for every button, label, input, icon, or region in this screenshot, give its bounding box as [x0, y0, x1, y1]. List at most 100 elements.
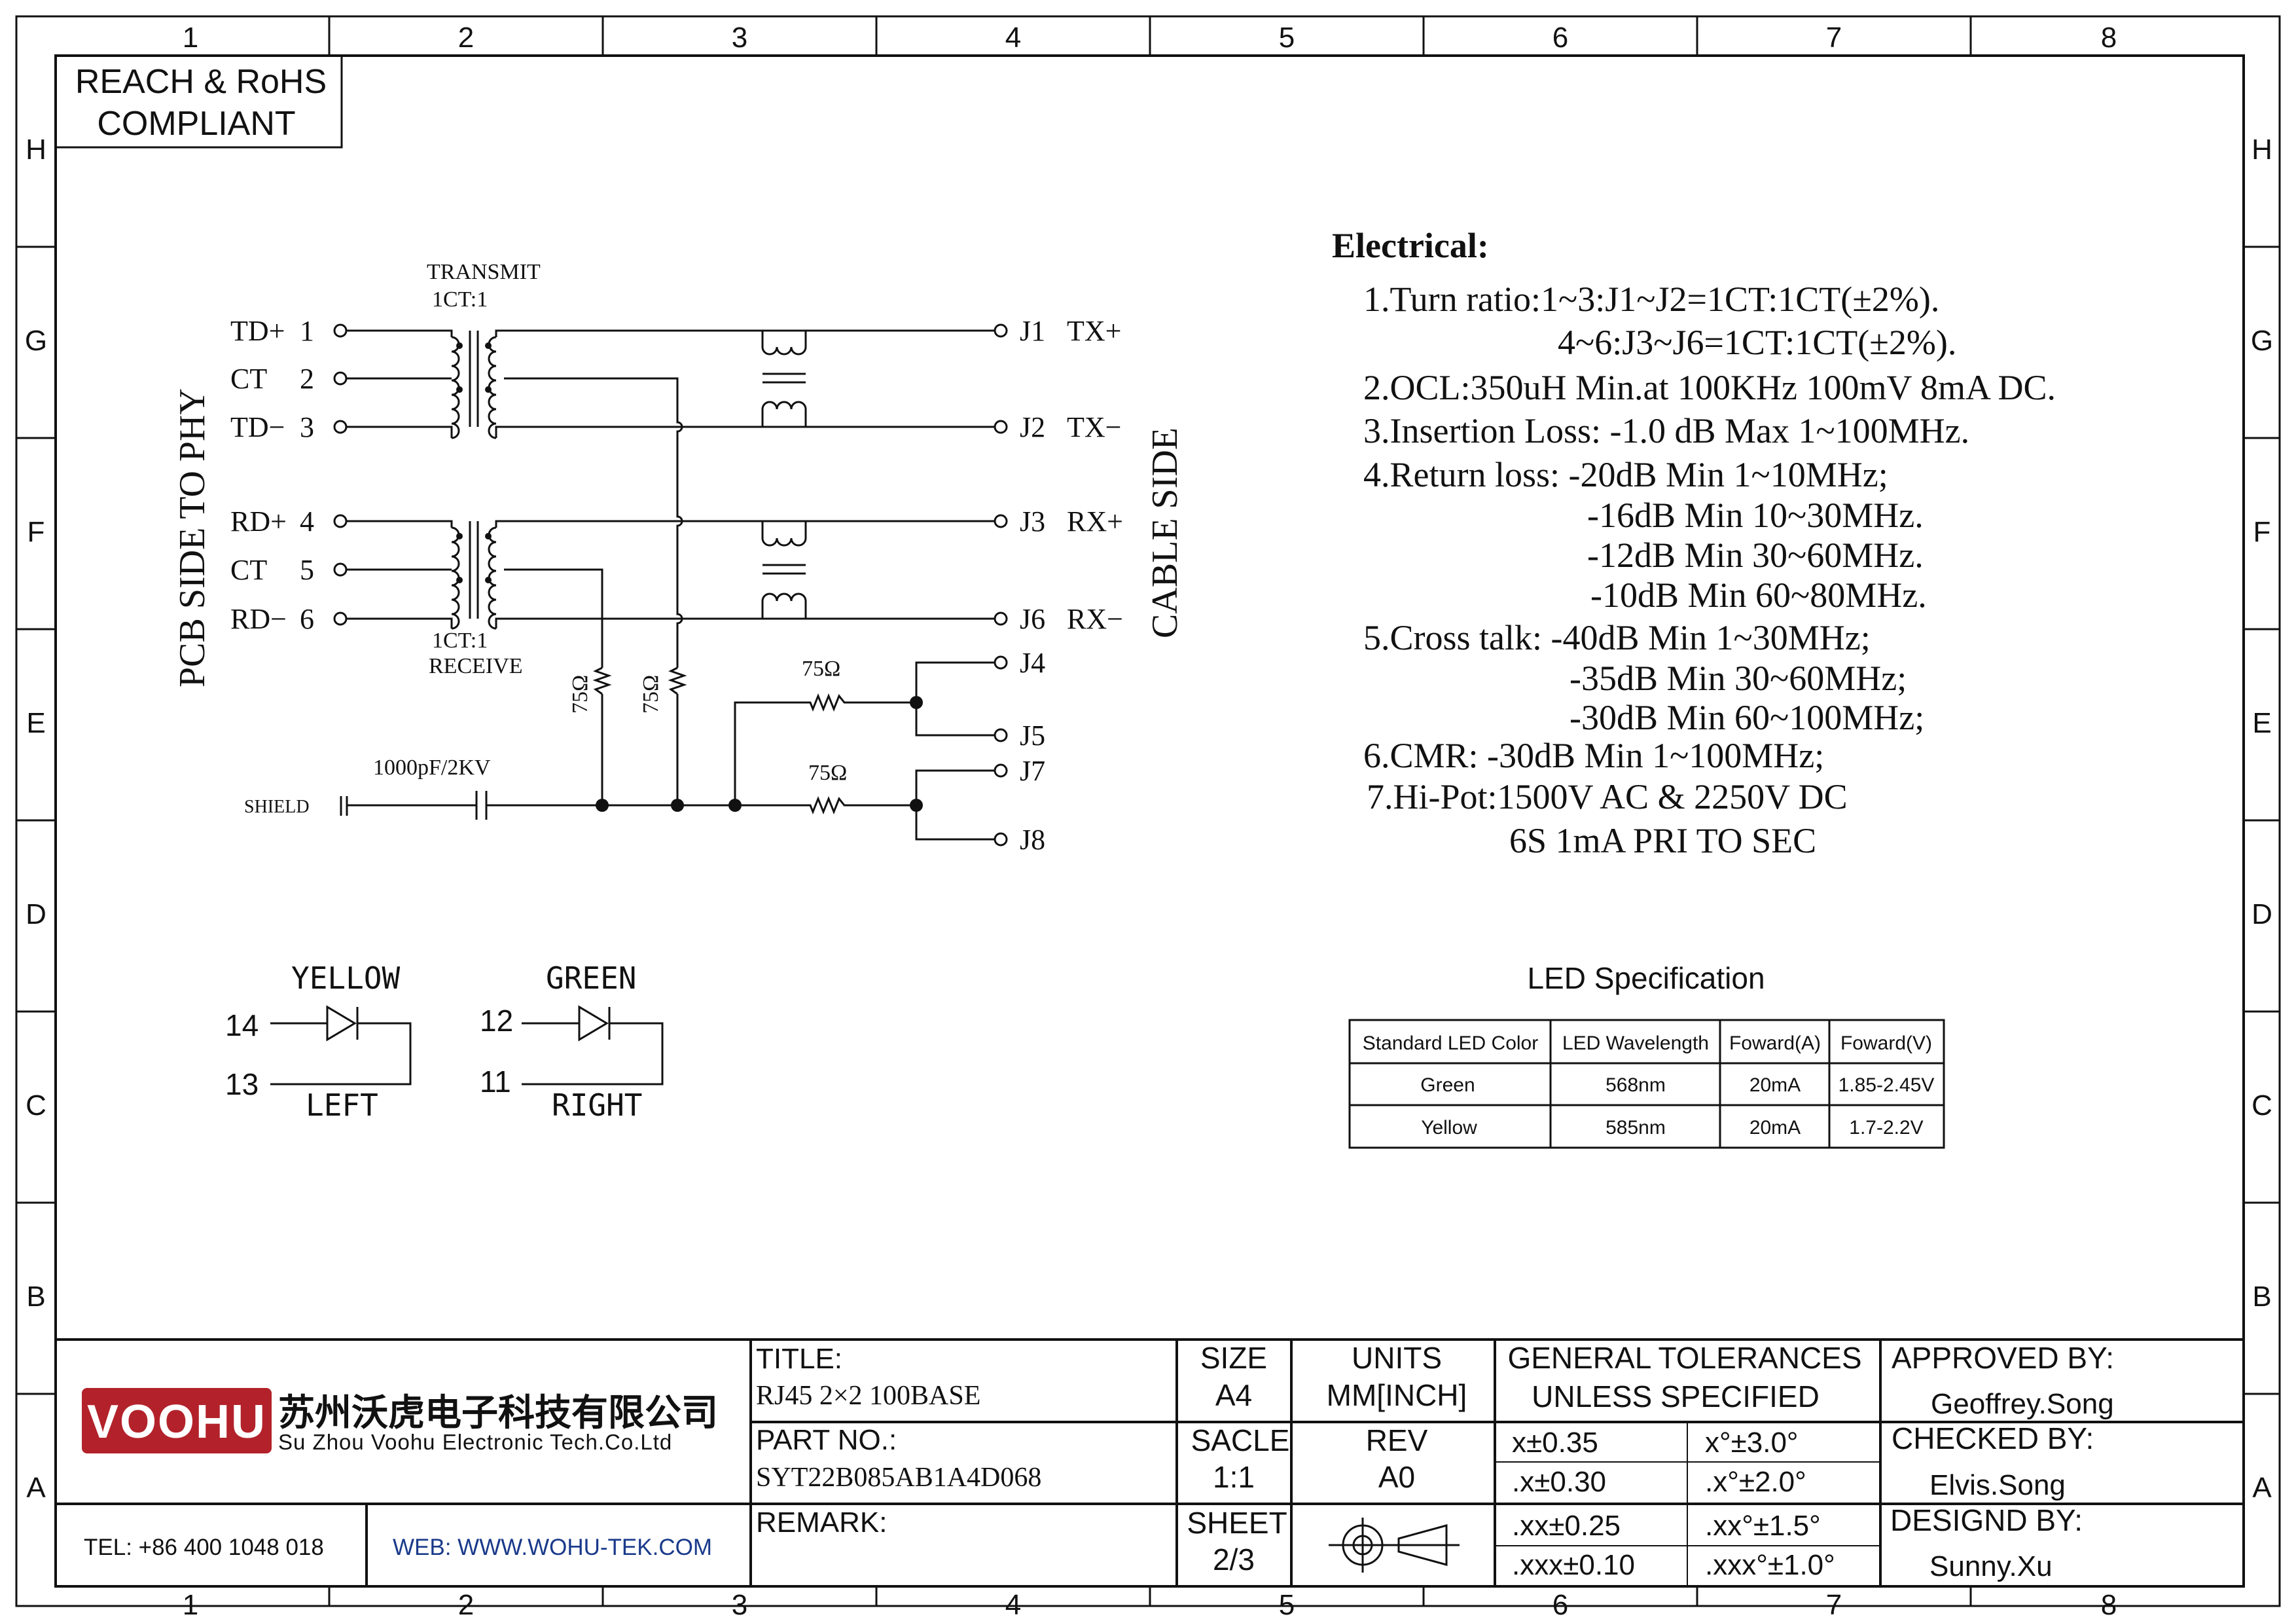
column-ticks: [328, 16, 1972, 1606]
tx-choke-top: [761, 331, 807, 356]
compliance-line-1: REACH & RoHS: [75, 63, 327, 101]
led-yellow: YELLOW 14 13 LEFT: [225, 960, 412, 1123]
schematic: [333, 323, 1008, 847]
electrical-line-9: 5.Cross talk: -40dB Min 1~30MHz;: [1363, 618, 1871, 657]
right-pin-j5: J5: [1020, 720, 1045, 752]
left-pin-name-5: CT: [230, 554, 267, 586]
pin-terminal-j1: [994, 323, 1008, 338]
led-spec-cell: 1.85-2.45V: [1839, 1074, 1935, 1096]
led-spec-header-forward-a: Foward(A): [1729, 1032, 1821, 1054]
col-label-1-bottom: 1: [183, 1589, 198, 1621]
remark-label: REMARK:: [756, 1506, 887, 1539]
projection-symbol-icon: [1329, 1518, 1460, 1573]
rx-choke-bottom: [761, 593, 807, 619]
left-pin-num-2: 2: [300, 363, 314, 395]
checked-by-value: Elvis.Song: [1929, 1469, 2066, 1501]
size-value: A4: [1215, 1378, 1252, 1412]
compliance-box: REACH & RoHS COMPLIANT: [54, 54, 343, 149]
led-green-diode-icon: [578, 1005, 609, 1042]
receive-label: RECEIVE: [429, 654, 523, 678]
col-label-3: 3: [732, 22, 747, 54]
electrical-line-1: 1.Turn ratio:1~3:J1~J2=1CT:1CT(±2%).: [1363, 280, 1939, 319]
pin-terminal-j2: [994, 420, 1008, 434]
sheet-label: SHEET: [1187, 1506, 1287, 1540]
led-yellow-color-label: YELLOW: [291, 960, 400, 996]
led-spec-cell: 20mA: [1749, 1117, 1801, 1139]
right-pin-j4: J4: [1020, 647, 1045, 679]
resistor-label-j7: 75Ω: [808, 761, 847, 785]
right-pin-j6: J6: [1020, 603, 1045, 635]
led-spec-cell: Yellow: [1421, 1117, 1477, 1139]
left-pin-name-4: RD+: [230, 505, 287, 538]
rx-ct-wire: [504, 568, 603, 668]
electrical-line-14: 6S 1mA PRI TO SEC: [1509, 821, 1816, 860]
led-spec-cell: Green: [1420, 1074, 1475, 1096]
right-pin-j7: J7: [1020, 755, 1045, 787]
electrical-spec: Electrical: 1.Turn ratio:1~3:J1~J2=1CT:1…: [1332, 226, 2056, 860]
rev-value: A0: [1378, 1460, 1415, 1494]
led-yellow-pin-b: 13: [225, 1067, 259, 1101]
row-label-G: G: [25, 325, 47, 357]
cable-side-label: CABLE SIDE: [1145, 428, 1185, 638]
right-pin-j3: J3: [1020, 505, 1045, 538]
col-label-8: 8: [2101, 22, 2117, 54]
col-label-7: 7: [1826, 22, 1842, 54]
electrical-line-12: 6.CMR: -30dB Min 1~100MHz;: [1363, 736, 1824, 775]
part-number-value: SYT22B085AB1A4D068: [756, 1463, 1041, 1493]
led-spec-header-forward-v: Foward(V): [1840, 1032, 1932, 1054]
checked-by-label: CHECKED BY:: [1892, 1421, 2094, 1455]
row-label-D-right: D: [2251, 898, 2272, 930]
electrical-line-8: -10dB Min 60~80MHz.: [1590, 575, 1927, 615]
electrical-line-2: 4~6:J3~J6=1CT:1CT(±2%).: [1558, 323, 1956, 362]
resistor-j4-j5: [734, 693, 916, 805]
row-label-F-right: F: [2253, 516, 2271, 548]
left-pin-name-3: TD−: [230, 411, 285, 443]
sheet-value: 2/3: [1213, 1542, 1255, 1577]
led-yellow-diode-icon: [326, 1005, 357, 1042]
col-label-2-bottom: 2: [458, 1589, 474, 1621]
col-label-7-bottom: 7: [1826, 1589, 1842, 1621]
website-link: WEB: WWW.WOHU-TEK.COM: [393, 1535, 712, 1560]
row-label-B-right: B: [2252, 1281, 2271, 1313]
col-label-6-bottom: 6: [1552, 1589, 1568, 1621]
title-value: RJ45 2×2 100BASE: [756, 1381, 980, 1411]
row-label-E-right: E: [2252, 707, 2271, 739]
tolerance-angular-3: .xxx°±1.0°: [1705, 1549, 1835, 1581]
col-label-3-bottom: 3: [732, 1589, 747, 1621]
row-label-G-right: G: [2251, 325, 2273, 357]
tolerance-linear-2: .xx±0.25: [1512, 1510, 1621, 1542]
led-yellow-side-label: LEFT: [306, 1087, 378, 1123]
led-green-pin-a: 12: [480, 1004, 513, 1038]
row-label-F: F: [27, 516, 45, 548]
left-pin-name-2: CT: [230, 363, 267, 395]
electrical-line-5: 4.Return loss: -20dB Min 1~10MHz;: [1363, 455, 1888, 494]
pcb-side-label: PCB SIDE TO PHY: [172, 388, 213, 687]
left-pin-num-4: 4: [300, 505, 314, 538]
transmit-ratio: 1CT:1: [432, 287, 488, 312]
row-label-H-right: H: [2251, 134, 2272, 166]
left-pin-num-1: 1: [300, 315, 314, 347]
tolerance-angular-1: .x°±2.0°: [1705, 1466, 1806, 1498]
row-label-A: A: [26, 1472, 46, 1504]
col-label-5: 5: [1279, 22, 1295, 54]
left-pin-name-1: TD+: [230, 315, 285, 347]
row-label-C-right: C: [2251, 1089, 2272, 1122]
tolerance-heading-1: GENERAL TOLERANCES: [1507, 1341, 1861, 1375]
junction-dots: [456, 342, 923, 812]
company-name-en: Su Zhou Voohu Electronic Tech.Co.Ltd: [278, 1430, 672, 1454]
approved-by-value: Geoffrey.Song: [1931, 1388, 2114, 1420]
electrical-line-11: -30dB Min 60~100MHz;: [1570, 698, 1924, 737]
electrical-line-7: -12dB Min 30~60MHz.: [1587, 536, 1924, 575]
col-label-4-bottom: 4: [1005, 1589, 1021, 1621]
right-pin-sig-j1: TX+: [1067, 315, 1121, 347]
left-pin-num-3: 3: [300, 411, 314, 443]
scale-value: 1:1: [1213, 1460, 1255, 1494]
col-label-2: 2: [458, 22, 474, 54]
col-label-5-bottom: 5: [1279, 1589, 1295, 1621]
tolerance-linear-1: .x±0.30: [1512, 1466, 1606, 1498]
col-label-6: 6: [1552, 22, 1568, 54]
led-green-color-label: GREEN: [546, 960, 636, 996]
left-pin-name-6: RD−: [230, 603, 287, 635]
tx-choke-bottom: [761, 401, 807, 427]
company-name-cn: 苏州沃虎电子科技有限公司: [278, 1392, 718, 1433]
